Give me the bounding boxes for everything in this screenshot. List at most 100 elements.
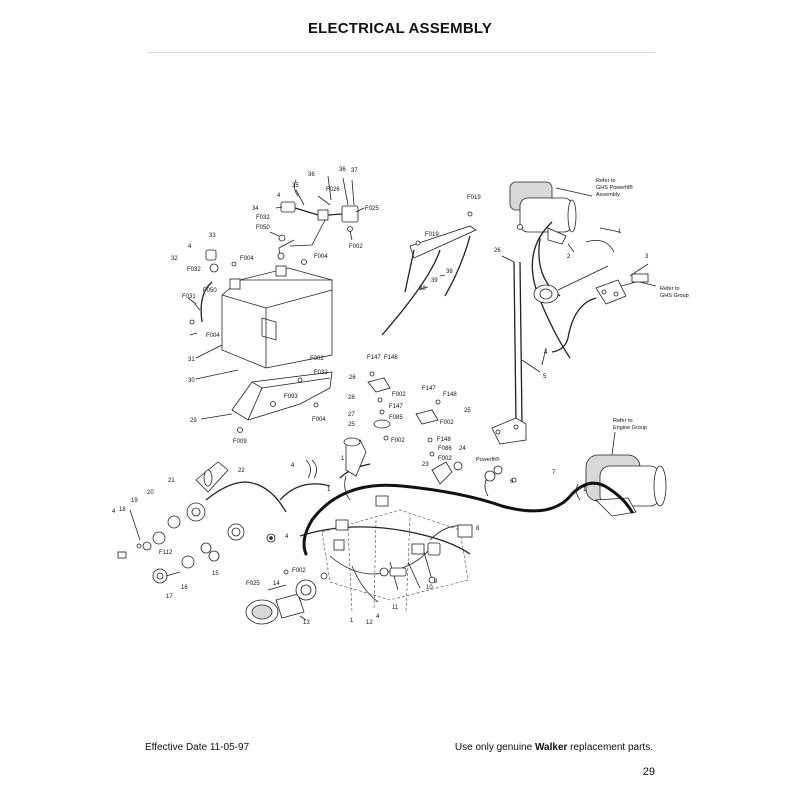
callout: F025 (365, 206, 379, 212)
callout: F004 (312, 417, 326, 423)
callout: F031 (182, 294, 196, 300)
ref-ghs-group-line1: Refer to (660, 286, 680, 292)
callout: 25 (348, 422, 355, 428)
callout: 7 (552, 470, 556, 476)
callout: 17 (166, 594, 173, 600)
callout: 32 (171, 256, 178, 262)
callout: F050 (256, 225, 270, 231)
callout: F004 (314, 254, 328, 260)
hour-meter-group (245, 569, 328, 625)
callout: 4 (188, 244, 192, 250)
callout: 4 (544, 350, 548, 356)
ref-ghs-powerfil-line3: Assembly (596, 192, 620, 198)
callout: 10 (426, 585, 433, 591)
callout: 3 (645, 254, 649, 260)
ghs-harness-group (533, 243, 657, 366)
notice-brand: Walker (534, 742, 568, 753)
battery-tray-group (200, 371, 333, 433)
callout: F148 (437, 437, 451, 443)
callout: F002 (349, 244, 363, 250)
callout: 5 (543, 374, 547, 380)
callout: 38 (419, 286, 426, 292)
callout: F009 (233, 439, 247, 445)
ref-engine-group-line2: Engine Group (613, 425, 647, 431)
callout: 25 (464, 408, 471, 414)
callout-labels: 36 36 37 35 4 34 F026 F025 F032 F050 F00… (112, 167, 649, 626)
relay-bracket-group (269, 175, 365, 247)
title-divider (148, 52, 655, 53)
ref-powerfil: Powerfil® (476, 456, 500, 463)
callout: F002 (310, 356, 324, 362)
callout: 35 (292, 183, 299, 189)
callout: 27 (348, 412, 355, 418)
lift-rod-group (381, 211, 477, 336)
callout: 21 (168, 478, 175, 484)
callout: 18 (119, 507, 126, 513)
callout: 28 (348, 395, 355, 401)
callout: F025 (246, 581, 260, 587)
callout: 12 (366, 620, 373, 626)
callout: 2 (567, 254, 571, 260)
callout: 36 (339, 167, 346, 173)
battery-group (187, 239, 333, 380)
harness-clips-group (305, 371, 581, 501)
callout: 30 (188, 378, 195, 384)
callout: 26 (494, 248, 501, 254)
callout: F147 (389, 404, 403, 410)
callout: 9 (434, 579, 438, 585)
callout: F050 (203, 288, 217, 294)
callout: 26 (349, 375, 356, 381)
callout: 1 (341, 456, 345, 462)
callout: F026 (326, 187, 340, 193)
notice-prefix: Use only genuine (454, 742, 535, 753)
powerfil-motor-group (509, 181, 621, 359)
ref-engine-group-line1: Refer to (613, 418, 633, 424)
callout: 19 (131, 498, 138, 504)
callout: 1 (327, 487, 331, 493)
callout: 16 (181, 585, 188, 591)
callout: F032 (256, 215, 270, 221)
callout: 33 (209, 233, 216, 239)
callout: 15 (212, 571, 219, 577)
callout: F019 (467, 195, 481, 201)
callout: 38 (446, 269, 453, 275)
callout: 4 (376, 614, 380, 620)
callout: F002 (391, 438, 405, 444)
callout: F002 (292, 568, 306, 574)
callout: 11 (392, 605, 399, 611)
callout: 1 (618, 229, 622, 235)
ref-ghs-group-line2: GHS Group (660, 293, 689, 299)
callout: 20 (147, 490, 154, 496)
callout: F147 (367, 355, 381, 361)
callout: 4 (112, 509, 116, 515)
callout: 6 (510, 479, 514, 485)
callout: 13 (303, 620, 310, 626)
effective-date: Effective Date 11-05-97 (145, 742, 250, 753)
callout: F085 (389, 415, 403, 421)
callout: 31 (188, 357, 195, 363)
callout: 34 (252, 206, 259, 212)
callout: F147 (422, 386, 436, 392)
callout: F032 (314, 370, 328, 376)
callout: 8 (476, 526, 480, 532)
mounting-strap-group (491, 255, 541, 445)
callout: F093 (284, 394, 298, 400)
main-wire-harness (205, 463, 634, 613)
callout: F148 (384, 355, 398, 361)
callout: 37 (351, 168, 358, 174)
ignition-panel-group (117, 461, 276, 584)
ref-ghs-powerfil-line1: Refer to (596, 178, 616, 184)
callout: 14 (273, 581, 280, 587)
callout: 29 (190, 418, 197, 424)
ref-ghs-powerfil-line2: GHS Powerfil® (596, 184, 633, 191)
callout: 4 (277, 193, 281, 199)
page-title: ELECTRICAL ASSEMBLY (307, 20, 493, 37)
callout: 1 (583, 487, 587, 493)
callout: 24 (459, 446, 466, 452)
callout: F148 (443, 392, 457, 398)
callout: F004 (206, 333, 220, 339)
callout: F019 (425, 232, 439, 238)
callout: 39 (431, 278, 438, 284)
starter-motor-group (585, 431, 667, 517)
